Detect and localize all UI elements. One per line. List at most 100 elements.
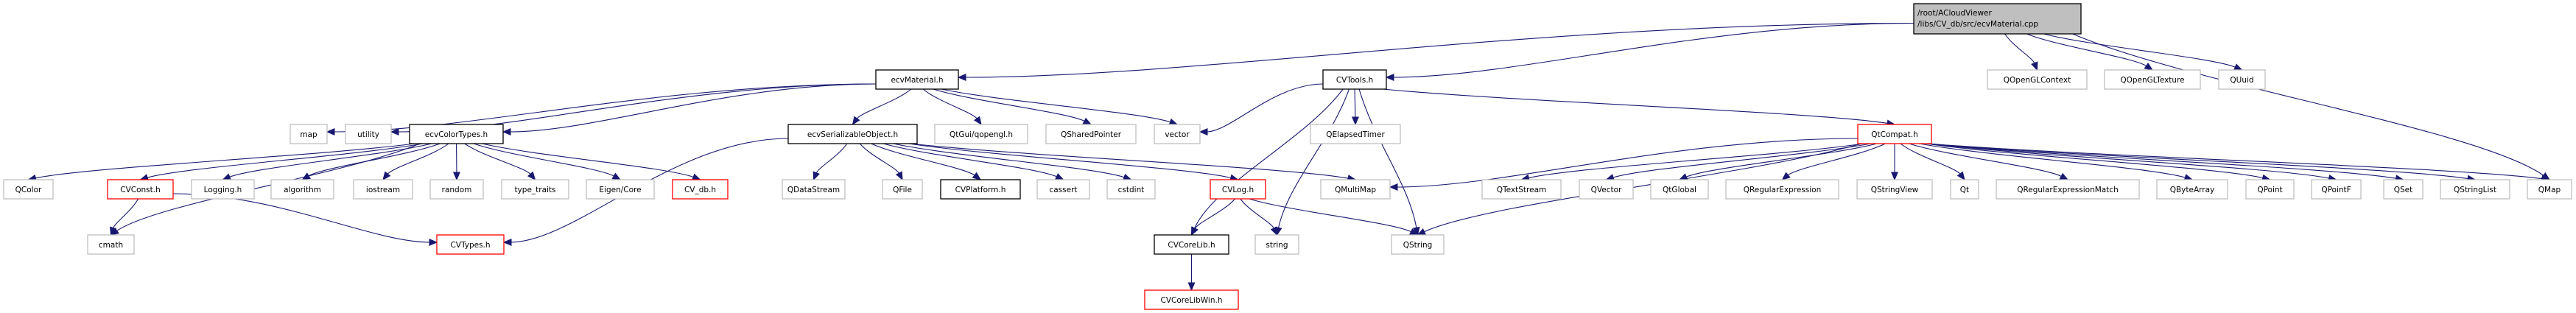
node-qsharedpointer[interactable]: QSharedPointer: [1045, 124, 1137, 144]
edge-line: [1927, 143, 2469, 180]
node-label: QFile: [893, 186, 912, 194]
node-qopenglcontext[interactable]: QOpenGLContext: [1987, 69, 2088, 90]
node-quuid[interactable]: QUuid: [2218, 69, 2266, 90]
node-box: [2383, 179, 2424, 200]
edge-cvcorelib-h-to-cvcorelibwin-h: [1187, 254, 1196, 292]
node-label: CV_db.h: [684, 186, 716, 194]
node-qtcompat-h[interactable]: QtCompat.h: [1857, 124, 1932, 144]
node-ecvmaterial-h[interactable]: ecvMaterial.h: [875, 69, 959, 90]
node-cassert[interactable]: cassert: [1036, 179, 1090, 200]
arrowhead-icon: [110, 226, 117, 236]
node-qtextstream[interactable]: QTextStream: [1481, 179, 1562, 200]
edge-line: [2072, 33, 2544, 177]
node-type-traits[interactable]: type_traits: [501, 179, 569, 200]
edge-line: [35, 143, 415, 179]
edge-ecvserializableobject-h-to-cassert: [883, 143, 1064, 180]
edge-line: [228, 143, 432, 178]
node-cv-db-h[interactable]: CV_db.h: [672, 179, 729, 200]
edge-line: [1194, 198, 1235, 230]
node-cvcorelib-h[interactable]: CVCoreLib.h: [1154, 234, 1229, 255]
node-box: [672, 179, 729, 200]
node-label: Qt: [1960, 186, 1969, 194]
node-qstringlist[interactable]: QStringList: [2440, 179, 2510, 200]
node-qstring[interactable]: QString: [1391, 234, 1445, 255]
node-cvconst-h[interactable]: CVConst.h: [107, 179, 174, 200]
edge-line: [859, 143, 900, 175]
edge-line: [1927, 143, 2397, 179]
node-label: QStringView: [1871, 186, 1919, 194]
edge-qtcompat-h-to-qt: [1900, 143, 1965, 181]
node-label: CVTypes.h: [450, 241, 490, 250]
node-random[interactable]: random: [429, 179, 484, 200]
node-qbytearray[interactable]: QByteArray: [2156, 179, 2228, 200]
node-box: [2156, 179, 2228, 200]
node-box: [436, 234, 505, 255]
node-qstringview[interactable]: QStringView: [1856, 179, 1933, 200]
arrowhead-icon: [895, 171, 903, 181]
node-label: CVCoreLibWin.h: [1161, 296, 1223, 305]
node-label: ecvSerializableObject.h: [807, 130, 898, 139]
node-qtgui-qopengl-h[interactable]: QtGui/qopengl.h: [934, 124, 1028, 144]
edge-ecvcolortypes-h-to-algorithm: [301, 143, 441, 180]
node-label: string: [1266, 241, 1288, 250]
node-qregularexpression[interactable]: QRegularExpression: [1725, 179, 1839, 200]
root-file-node[interactable]: /root/ACloudViewer/libs/CV_db/src/ecvMat…: [1913, 3, 2082, 35]
node-qdatastream[interactable]: QDataStream: [782, 179, 846, 200]
node-cvtools-h[interactable]: CVTools.h: [1322, 69, 1387, 90]
node-ecvserializableobject-h[interactable]: ecvSerializableObject.h: [787, 124, 918, 144]
node-label: QPoint: [2257, 186, 2282, 194]
node-box: [1106, 179, 1156, 200]
node-qregularexpressionmatch[interactable]: QRegularExpressionMatch: [1996, 179, 2140, 200]
node-box: [191, 179, 255, 200]
node-cvcorelibwin-h[interactable]: CVCoreLibWin.h: [1144, 289, 1239, 310]
node-qtglobal[interactable]: QtGlobal: [1650, 179, 1709, 200]
node-label: random: [442, 186, 472, 194]
node-qopengltexture[interactable]: QOpenGLTexture: [2104, 69, 2201, 90]
node-logging-h[interactable]: Logging.h: [191, 179, 255, 200]
node-qcolor[interactable]: QColor: [3, 179, 54, 200]
node-string[interactable]: string: [1254, 234, 1299, 255]
edge-line: [1926, 143, 2264, 179]
node-qmultimap[interactable]: QMultiMap: [1320, 179, 1391, 200]
edge-ecvcolortypes-h-to-cvconst-h: [139, 143, 424, 181]
node-qmap[interactable]: QMap: [2527, 179, 2572, 200]
node-cvtypes-h[interactable]: CVTypes.h: [436, 234, 505, 255]
node-iostream[interactable]: iostream: [353, 179, 413, 200]
node-qelapsedtimer[interactable]: QElapsedTimer: [1310, 124, 1401, 144]
edge-line: [473, 143, 615, 177]
node-box: [1913, 3, 2082, 35]
node-utility[interactable]: utility: [345, 124, 392, 144]
node-qfile[interactable]: QFile: [882, 179, 923, 200]
node-cstdint[interactable]: cstdint: [1106, 179, 1156, 200]
node-cmath[interactable]: cmath: [87, 234, 135, 255]
node-box: [1322, 69, 1387, 90]
edge-root-to-qopengltexture: [2026, 33, 2154, 71]
node-vector[interactable]: vector: [1154, 124, 1201, 144]
edge-line: [1277, 88, 1350, 229]
edge-ecvcolortypes-h-to-cv-db-h: [482, 143, 701, 180]
node-label: type_traits: [514, 186, 555, 194]
edge-ecvmaterial-h-to-ecvcolortypes-h: [502, 83, 877, 136]
node-qvector[interactable]: QVector: [1579, 179, 1634, 200]
node-label: QPointF: [2321, 186, 2351, 194]
node-cvlog-h[interactable]: CVLog.h: [1210, 179, 1266, 200]
arrowhead-icon: [382, 171, 391, 181]
node-qset[interactable]: QSet: [2383, 179, 2424, 200]
edge-root-to-qopenglcontext: [2004, 33, 2038, 71]
node-cvplatform-h[interactable]: CVPlatform.h: [940, 179, 1021, 200]
node-qt[interactable]: Qt: [1950, 179, 1979, 200]
node-eigen-core[interactable]: Eigen/Core: [586, 179, 655, 200]
node-label: QDataStream: [787, 186, 840, 194]
node-box: [1045, 124, 1137, 144]
node-algorithm[interactable]: algorithm: [270, 179, 334, 200]
node-qpoint[interactable]: QPoint: [2245, 179, 2295, 200]
edge-line: [941, 88, 1171, 123]
node-box: [1320, 179, 1391, 200]
edge-line: [1396, 138, 1859, 188]
edge-line: [922, 88, 978, 120]
node-ecvcolortypes-h[interactable]: ecvColorTypes.h: [409, 124, 504, 144]
node-box: [2245, 179, 2295, 200]
node-qpointf[interactable]: QPointF: [2311, 179, 2362, 200]
node-map[interactable]: map: [289, 124, 328, 144]
edge-ecvcolortypes-h-to-qcolor: [27, 143, 415, 182]
